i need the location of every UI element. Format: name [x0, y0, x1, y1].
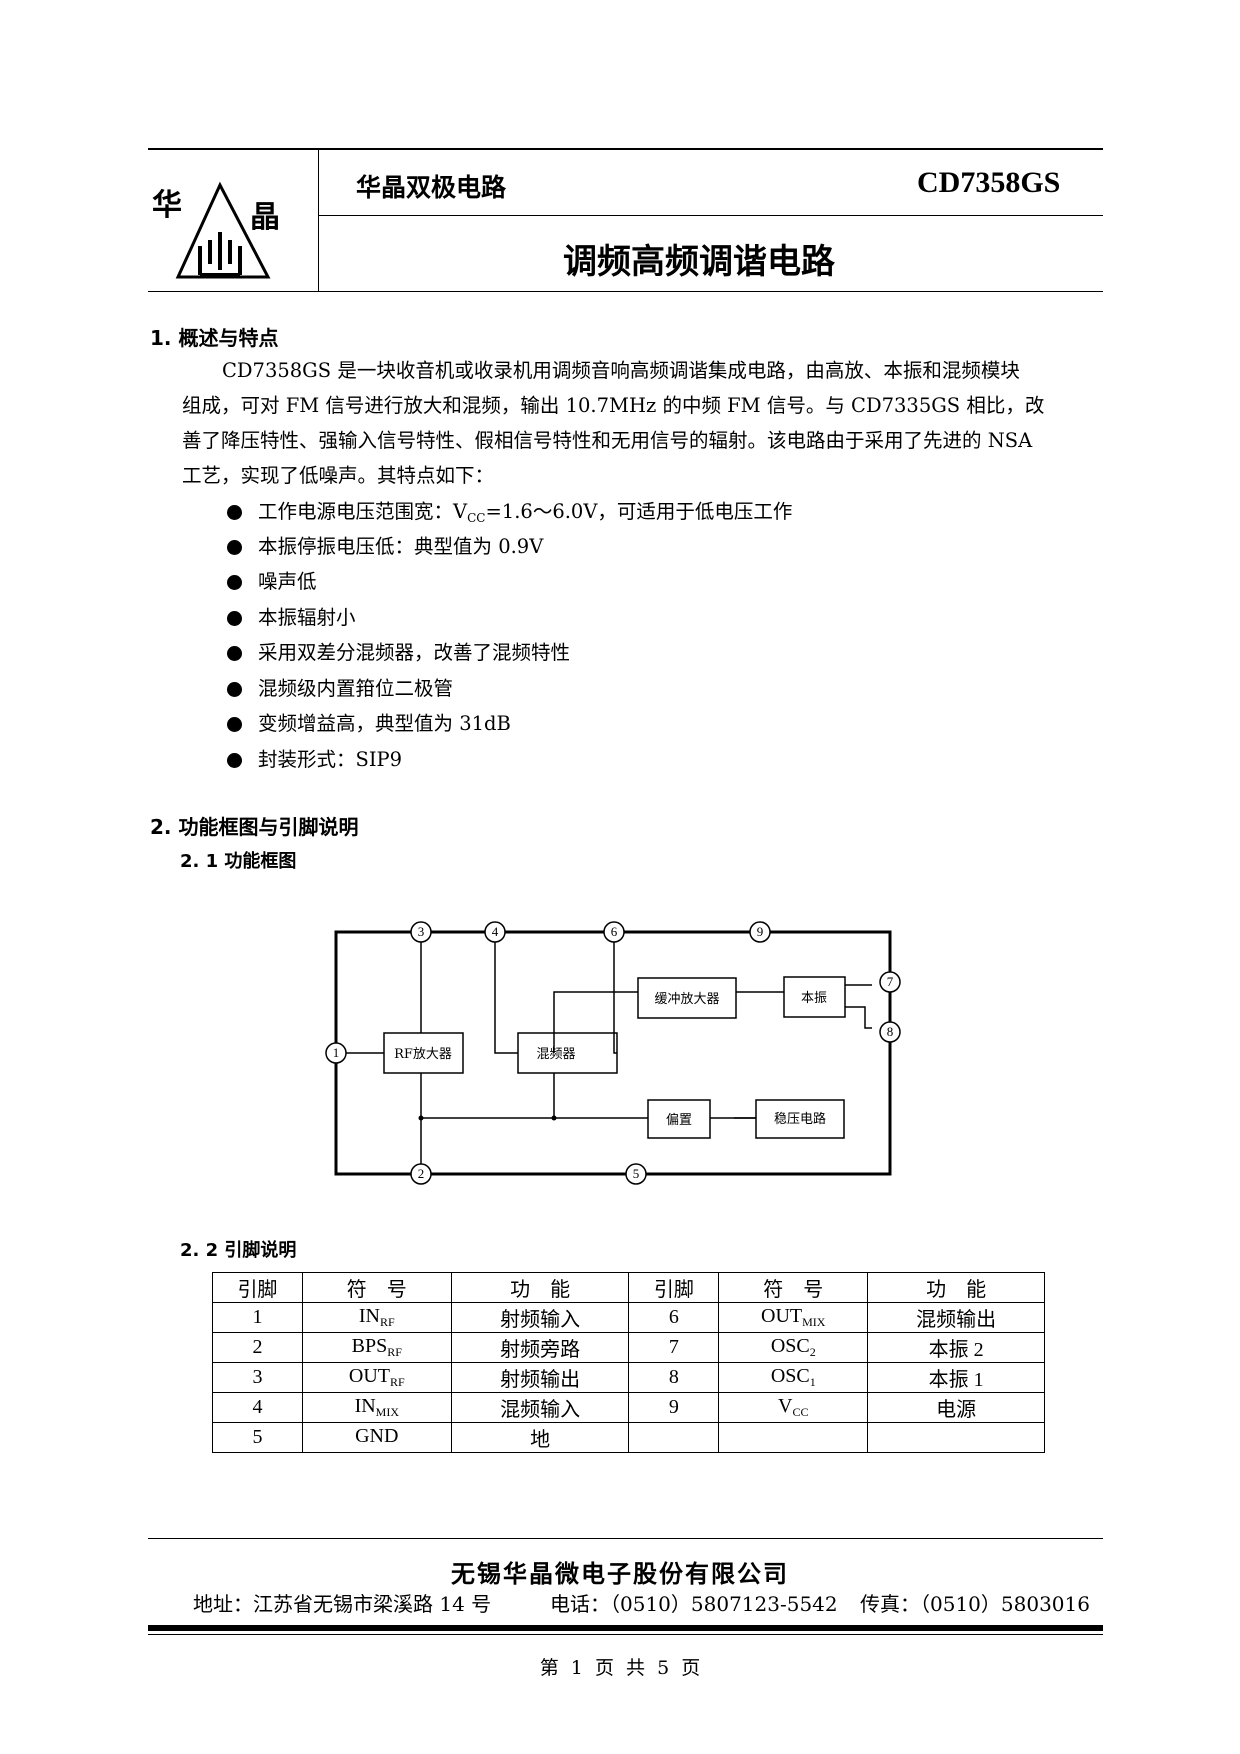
header-divider [318, 150, 319, 292]
bias-block [647, 1099, 711, 1139]
pin-circle-4 [484, 921, 506, 943]
pin-table: 引脚 符 号 功 能 引脚 符 号 功 能 1 INRF 射频输入 6 OUTM… [212, 1272, 1045, 1453]
buffer-amp-label: 缓冲放大器 [654, 992, 719, 1007]
header-bottom-rule [148, 291, 1103, 292]
para-line-2: 组成，可对 FM 信号进行放大和混频，输出 10.7MHz 的中频 FM 信号。… [182, 394, 1045, 417]
section1-paragraph: CD7358GS 是一块收音机或收录机用调频音响高频调谐集成电路，由高放、本振和… [182, 353, 1072, 493]
col-header: 符 号 [301, 1272, 452, 1303]
logo-text-right: 晶 [250, 200, 280, 235]
footer-top-rule [148, 1538, 1103, 1539]
feature-item: 混频级内置箝位二极管 [227, 677, 453, 701]
regulator-block [755, 1099, 845, 1139]
feature-item: 采用双差分混频器，改善了混频特性 [227, 641, 570, 665]
mixer-block [517, 1032, 618, 1074]
feature-item: 工作电源电压范围宽：VCC=1.6～6.0V，可适用于低电压工作 [227, 500, 792, 530]
footer-phone: 电话：（0510）5807123-5542 [550, 1592, 838, 1616]
page-number: 第 1 页 共 5 页 [539, 1657, 701, 1679]
pin-label-4: 4 [492, 924, 499, 939]
pin-label-7: 7 [887, 974, 894, 989]
pin-label-1: 1 [333, 1045, 340, 1060]
pin-label-5: 5 [633, 1166, 640, 1181]
header-mid-rule [318, 215, 1103, 216]
local-osc-block [783, 976, 846, 1018]
feature-item: 噪声低 [227, 570, 317, 594]
pin-circle-3 [410, 921, 432, 943]
bullet-icon [227, 682, 242, 697]
bias-label: 偏置 [666, 1113, 692, 1128]
logo-text-left: 华 [152, 188, 182, 223]
col-header: 引脚 [212, 1272, 303, 1303]
local-osc-label: 本振 [801, 991, 827, 1006]
section1-heading: 1. 概述与特点 [150, 326, 279, 350]
bullet-icon [227, 717, 242, 732]
para-line-1: CD7358GS 是一块收音机或收录机用调频音响高频调谐集成电路，由高放、本振和… [222, 359, 1020, 382]
pin-label-3: 3 [418, 924, 425, 939]
mixer-label: 混频器 [536, 1047, 575, 1062]
col-header: 功 能 [450, 1272, 630, 1303]
bullet-icon [227, 646, 242, 661]
bullet-icon [227, 753, 242, 768]
pin-circle-6 [603, 921, 625, 943]
feature-item: 本振停振电压低：典型值为 0.9V [227, 535, 543, 559]
footer-address: 地址：江苏省无锡市梁溪路 14 号 [193, 1592, 492, 1616]
table-row: 1 INRF 射频输入 6 OUTMIX 混频输出 [212, 1302, 1045, 1333]
feature-item: 变频增益高，典型值为 31dB [227, 712, 511, 736]
bullet-icon [227, 575, 242, 590]
section2-heading: 2. 功能框图与引脚说明 [150, 815, 359, 839]
table-row: 3 OUTRF 射频输出 8 OSC1 本振 1 [212, 1362, 1045, 1393]
header-top-rule [148, 148, 1103, 150]
feature-item: 本振辐射小 [227, 606, 356, 630]
junction-dot [551, 1115, 557, 1121]
table-row: 5 GND 地 [212, 1422, 1045, 1453]
bullet-icon [227, 611, 242, 626]
pin-label-9: 9 [757, 924, 764, 939]
bullet-icon [227, 505, 242, 520]
pin-circle-9 [749, 921, 771, 943]
pin-label-8: 8 [887, 1024, 894, 1039]
table-row: 4 INMIX 混频输入 9 VCC 电源 [212, 1392, 1045, 1423]
col-header: 引脚 [628, 1272, 720, 1303]
regulator-label: 稳压电路 [774, 1111, 826, 1127]
pin-table-heading: 2. 2 引脚说明 [180, 1240, 297, 1261]
pin-label-6: 6 [611, 924, 618, 939]
document-title: 调频高频调谐电路 [563, 242, 835, 282]
company-logo: 华 晶 [150, 160, 290, 285]
bullet-icon [227, 540, 242, 555]
buffer-amp-block [637, 977, 737, 1019]
pin-circle-2 [410, 1163, 432, 1185]
rf-amp-label: RF放大器 [394, 1047, 452, 1062]
header-part-number: CD7358GS [917, 166, 1061, 199]
junction-dot [418, 1115, 424, 1121]
pin-circle-5 [625, 1163, 647, 1185]
header-company: 华晶双极电路 [356, 173, 507, 202]
footer-thick-rule [148, 1625, 1103, 1631]
footer-fax: 传真：（0510）5803016 [860, 1592, 1090, 1616]
col-header: 符 号 [718, 1272, 869, 1303]
pin-circle-7 [879, 971, 901, 993]
para-line-4: 工艺，实现了低噪声。其特点如下： [182, 464, 495, 487]
table-header-row: 引脚 符 号 功 能 引脚 符 号 功 能 [212, 1272, 1045, 1303]
col-header: 功 能 [867, 1272, 1045, 1303]
pin-circle-1 [325, 1042, 347, 1064]
feature-item: 封装形式：SIP9 [227, 748, 402, 772]
pin-label-2: 2 [418, 1166, 425, 1181]
rf-amp-block [383, 1032, 464, 1074]
footer-company: 无锡华晶微电子股份有限公司 [451, 1560, 789, 1588]
para-line-3: 善了降压特性、强输入信号特性、假相信号特性和无用信号的辐射。该电路由于采用了先进… [182, 429, 1033, 452]
block-diagram-heading: 2. 1 功能框图 [180, 851, 297, 872]
footer-thin-rule [148, 1634, 1103, 1635]
table-row: 2 BPSRF 射频旁路 7 OSC2 本振 2 [212, 1332, 1045, 1363]
pin-circle-8 [879, 1021, 901, 1043]
